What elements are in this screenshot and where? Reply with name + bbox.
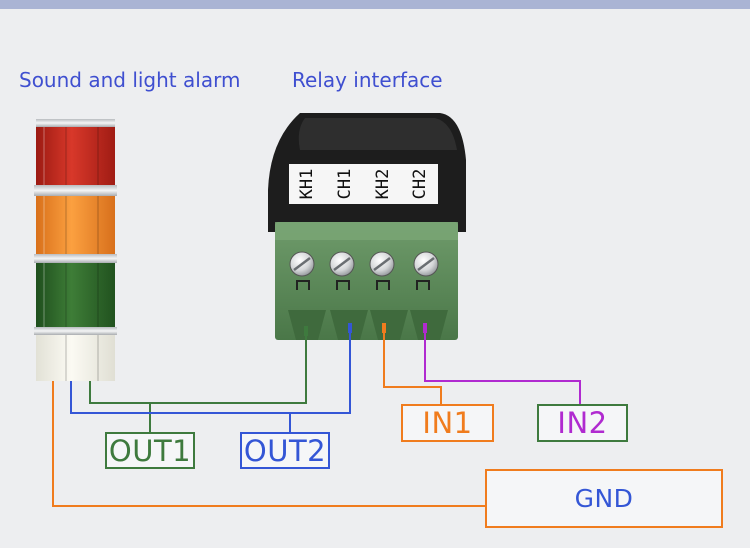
terminal-label-ch1: CH1 [335,168,355,200]
pin-slot-4 [416,280,430,290]
out2-wire-relay [290,330,351,414]
terminal-label-kh1: KH1 [297,168,317,200]
out2-box: OUT2 [240,432,330,469]
in1-box: IN1 [401,404,494,442]
top-bar [0,0,750,9]
in2-box: IN2 [537,404,628,442]
in1-wire [383,330,442,404]
out1-wire-tower [89,381,151,432]
pin-slot-3 [376,280,390,290]
gnd-wire [52,381,485,507]
tower-top-cap [36,119,115,127]
out1-box: OUT1 [105,432,195,469]
tower-white-segment [36,335,115,381]
relay-interface [268,113,466,340]
out2-wire-tower [70,381,291,432]
terminal-label-kh2: KH2 [373,168,393,200]
in2-wire [424,330,581,404]
tower-ring-2 [34,254,117,263]
pin-slot-1 [296,280,310,290]
tower-green-segment [36,263,115,327]
tower-orange-segment [36,196,115,254]
stack-light-tower [34,119,117,381]
out1-wire-relay [150,333,307,404]
pin-slot-2 [336,280,350,290]
relay-title: Relay interface [292,68,443,92]
terminal-label-strip [289,164,438,204]
tower-red-segment [36,127,115,185]
tower-ring-3 [34,327,117,335]
tower-ring-1 [34,185,117,196]
terminal-label-ch2: CH2 [410,168,430,200]
gnd-box: GND [485,469,723,528]
terminal-labels: KH1 CH1 KH2 CH2 [289,164,438,204]
alarm-title: Sound and light alarm [19,68,241,92]
